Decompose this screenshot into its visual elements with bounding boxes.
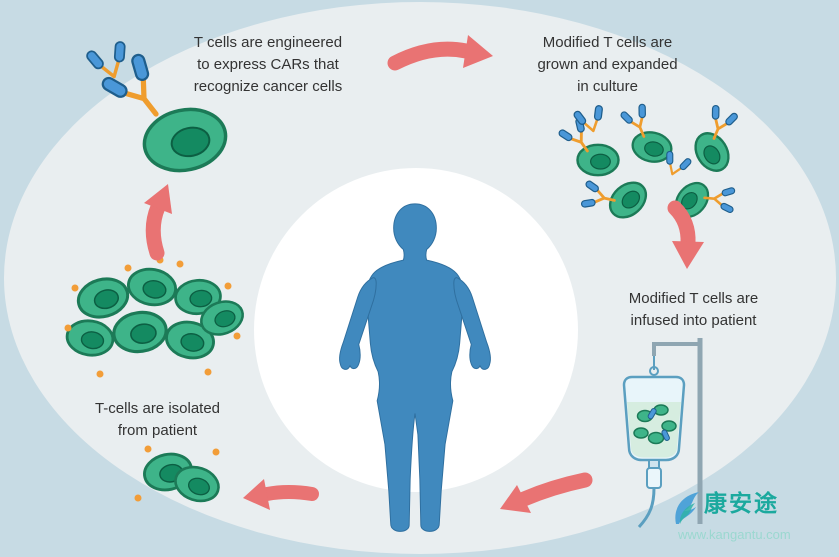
step-label-isolation: T-cells are isolated from patient — [94, 400, 221, 439]
iv-stand-icon — [652, 338, 703, 524]
watermark: 康安途 www.kangantu.com — [672, 490, 837, 542]
iv-bag-icon — [622, 356, 686, 529]
watermark-brand: 康安途 — [704, 490, 779, 516]
cycle-arrows — [144, 35, 704, 513]
feather-icon — [675, 492, 699, 524]
engineered-t-cell-icon — [82, 37, 228, 173]
step-label-infusion: Modified T cells are infused into patien… — [628, 290, 759, 329]
watermark-url: www.kangantu.com — [678, 527, 791, 542]
arrow-isolation-to-engineering — [144, 184, 172, 261]
step-label-engineering: T cells are engineered to express CARs t… — [193, 34, 343, 95]
arrow-culture-to-infusion — [667, 200, 704, 269]
arrow-engineering-to-culture — [387, 35, 493, 71]
step-label-culture: Modified T cells are grown and expanded … — [537, 34, 678, 95]
arrow-patient-to-isolation — [243, 479, 319, 510]
arrow-infusion-to-patient — [500, 472, 593, 513]
isolated-cells-illustration — [63, 256, 249, 508]
patient-figure-icon — [339, 203, 491, 532]
orange-dots — [64, 256, 241, 502]
